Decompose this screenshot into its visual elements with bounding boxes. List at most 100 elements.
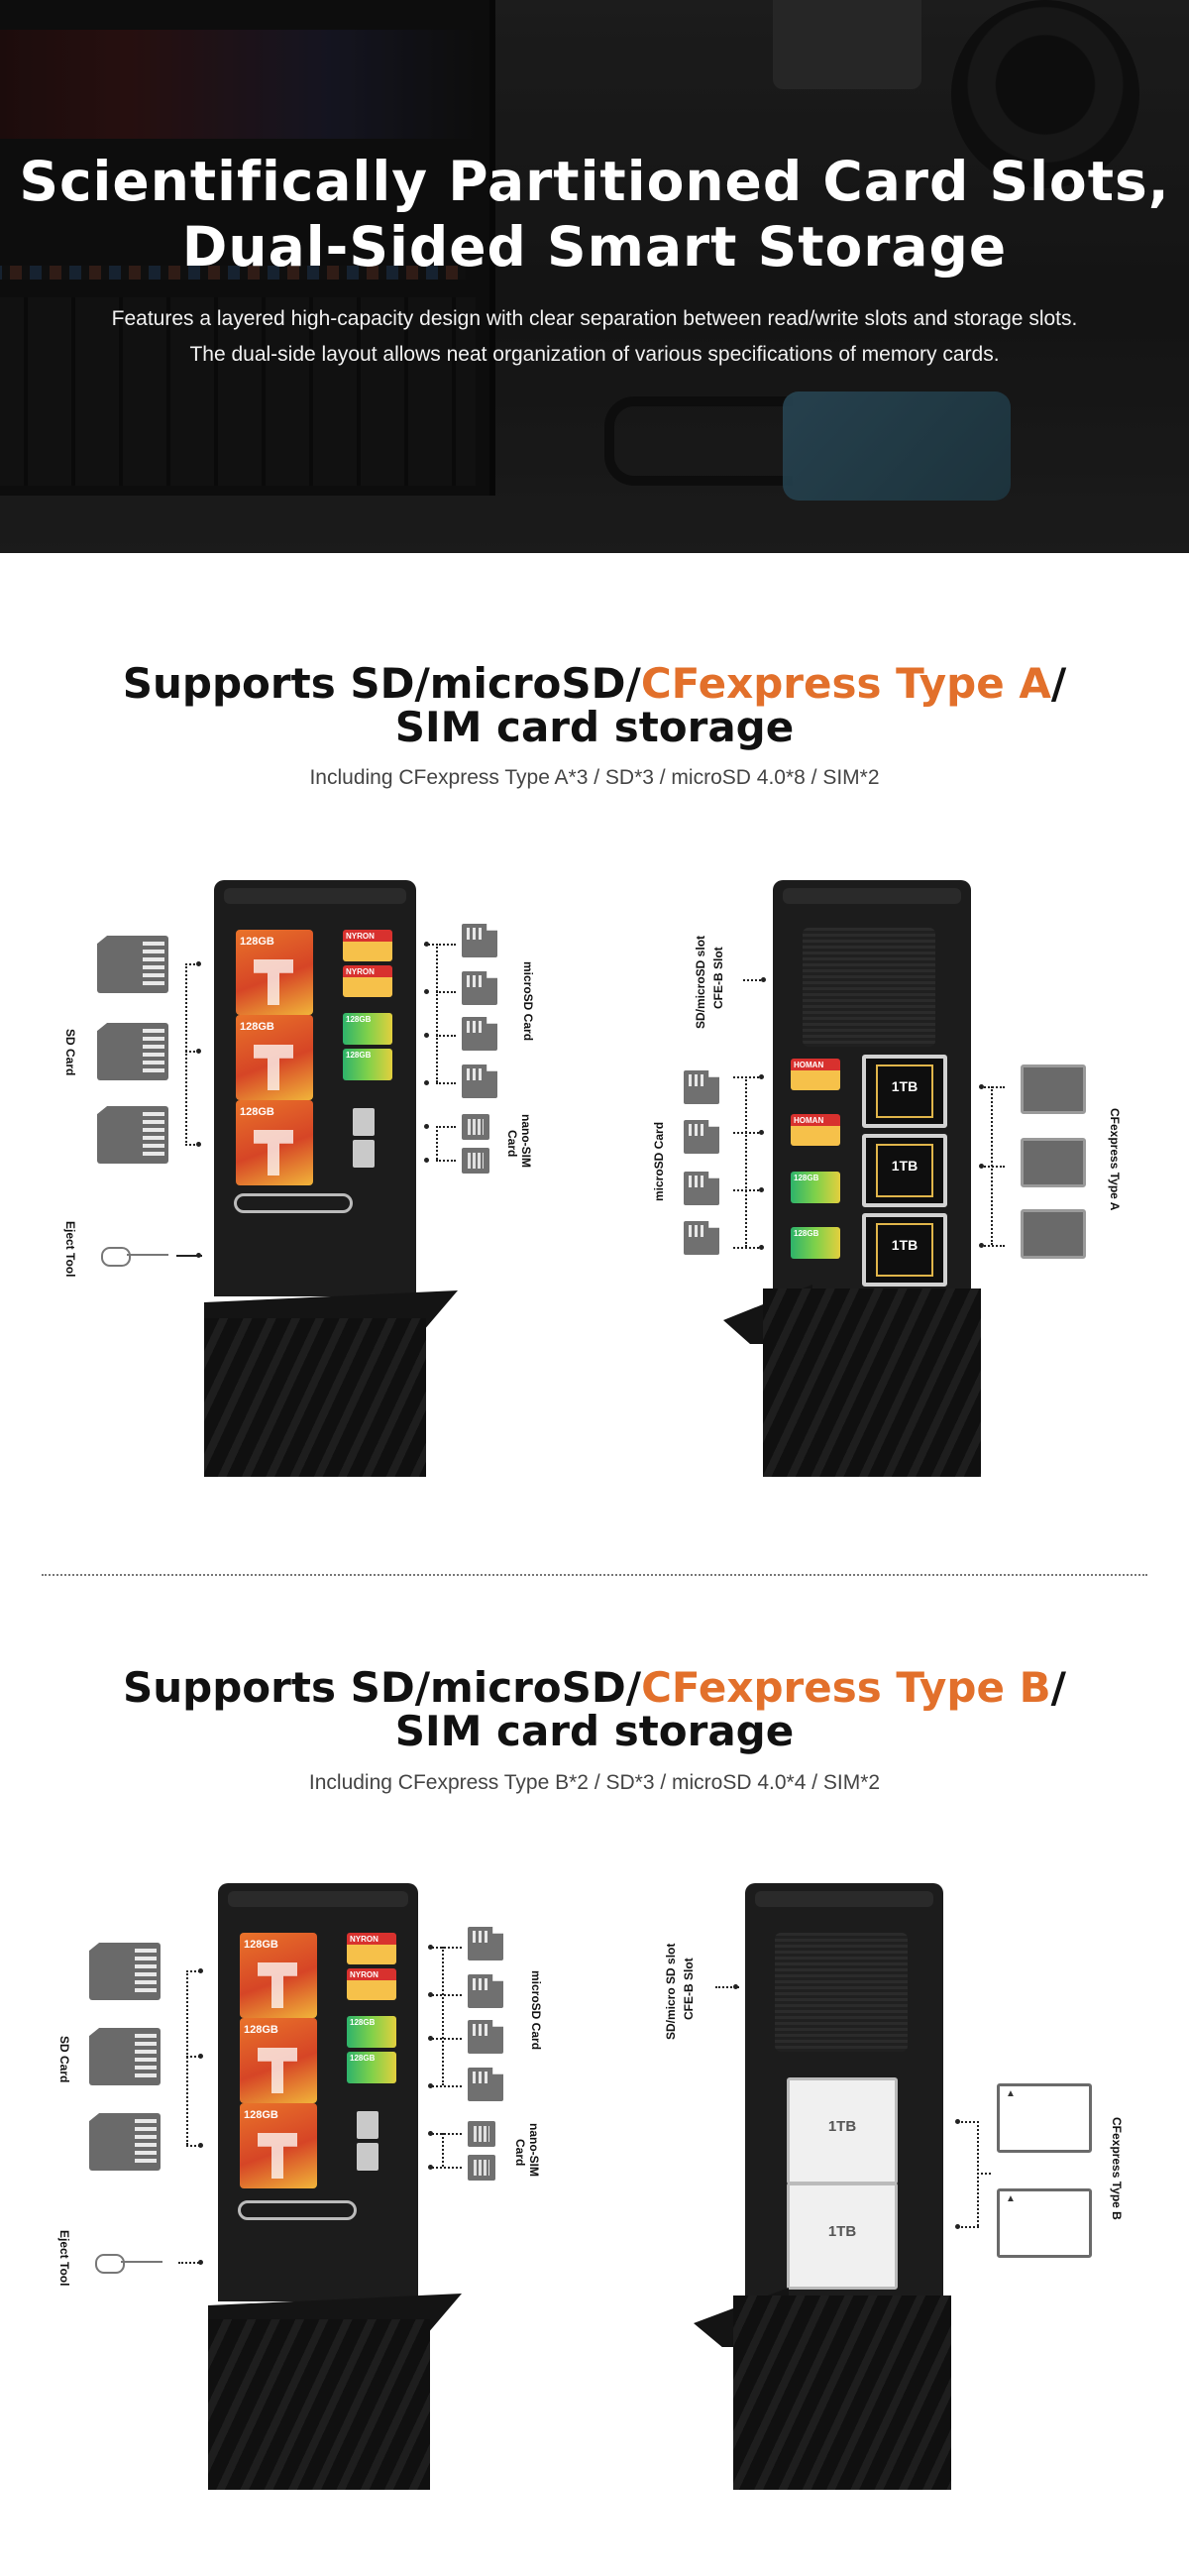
microsd-card: 128GB bbox=[347, 2016, 396, 2048]
sd-card: 128GB bbox=[240, 2018, 317, 2103]
case-grip bbox=[204, 1318, 426, 1477]
card-case-photo bbox=[783, 392, 1011, 501]
sim-card bbox=[353, 1140, 375, 1168]
eject-tool-icon bbox=[95, 2254, 164, 2274]
microsd-card: 128GB bbox=[791, 1227, 840, 1259]
microsd-icon bbox=[468, 2068, 503, 2101]
case-front-body: 128GB 128GB 128GB NYRON NYRON 128GB 128G… bbox=[218, 1883, 418, 2301]
sim-icon bbox=[462, 1148, 489, 1174]
case-front-body: 128GB 128GB 128GB NYRON NYRON 128GB 128G… bbox=[214, 880, 416, 1296]
cfe-b-slot-label: CFE-B Slot bbox=[711, 947, 725, 1009]
nano-sim-label: nano-SIM bbox=[519, 1114, 533, 1168]
microsd-card-label: microSD Card bbox=[521, 961, 535, 1042]
cfe-b-slot-label: CFE-B Slot bbox=[682, 1958, 696, 2020]
microsd-card: NYRON bbox=[343, 965, 392, 997]
sd-card-icon bbox=[89, 2113, 161, 2171]
section-b-subtitle: Including CFexpress Type B*2 / SD*3 / mi… bbox=[308, 1771, 881, 1794]
microsd-icon bbox=[468, 2020, 503, 2054]
card-reader-pad bbox=[803, 928, 935, 1047]
microsd-card: NYRON bbox=[347, 1968, 396, 2000]
cfexpress-a-icon bbox=[1021, 1138, 1086, 1187]
sd-card-label: SD Card bbox=[57, 2036, 71, 2083]
microsd-icon bbox=[462, 924, 497, 957]
microsd-icon bbox=[684, 1172, 719, 1205]
sim-card bbox=[353, 1108, 375, 1136]
camera-lens-photo bbox=[951, 0, 1139, 188]
nano-sim-label-line-2: Card bbox=[513, 2139, 527, 2167]
microsd-card: NYRON bbox=[343, 930, 392, 961]
microsd-card-label: microSD Card bbox=[529, 1970, 543, 2051]
sd-card: 128GB bbox=[236, 930, 313, 1015]
section-a-title-accent: CFexpress Type A bbox=[640, 659, 1051, 708]
microsd-icon bbox=[462, 971, 497, 1005]
microsd-card: HOMAN bbox=[791, 1059, 840, 1090]
cfexpress-a-card: 1TB bbox=[862, 1134, 947, 1207]
microsd-card: NYRON bbox=[347, 1933, 396, 1964]
microsd-card-label: microSD Card bbox=[652, 1121, 666, 1201]
sd-card: 128GB bbox=[240, 2103, 317, 2188]
sim-card bbox=[357, 2143, 378, 2171]
microsd-icon bbox=[684, 1221, 719, 1255]
section-divider bbox=[42, 1574, 1147, 1576]
desk-clock-photo bbox=[773, 0, 921, 89]
microsd-icon bbox=[468, 1927, 503, 1960]
section-b-title-accent: CFexpress Type B bbox=[641, 1663, 1051, 1712]
section-a-subtitle: Including CFexpress Type A*3 / SD*3 / mi… bbox=[309, 766, 880, 789]
cfexpress-b-icon bbox=[997, 2083, 1092, 2153]
case-grip bbox=[733, 2296, 951, 2490]
microsd-icon bbox=[684, 1070, 719, 1104]
sim-icon bbox=[462, 1114, 489, 1140]
hero-title: Scientifically Partitioned Card Slots, D… bbox=[19, 150, 1170, 279]
sd-card-icon bbox=[89, 1943, 161, 2000]
cfexpress-a-icon bbox=[1021, 1064, 1086, 1114]
hero-description-line-1: Features a layered high-capacity design … bbox=[111, 307, 1078, 330]
microsd-card: 128GB bbox=[791, 1172, 840, 1203]
cfexpress-a-card: 1TB bbox=[862, 1213, 947, 1287]
sd-card: 128GB bbox=[240, 1933, 317, 2018]
case-back-body: 1TB 1TB bbox=[745, 1883, 943, 2299]
case-grip bbox=[208, 2319, 430, 2490]
sim-icon bbox=[468, 2155, 495, 2181]
microsd-icon bbox=[462, 1017, 497, 1051]
nano-sim-label-line-2: Card bbox=[505, 1130, 519, 1158]
sd-card-label: SD Card bbox=[63, 1029, 77, 1076]
sim-icon bbox=[468, 2121, 495, 2147]
hero-description-line-2: The dual-side layout allows neat organiz… bbox=[189, 343, 1000, 366]
microsd-icon bbox=[468, 1974, 503, 2008]
eject-tool-slot bbox=[234, 1193, 353, 1213]
cfexpress-b-icon bbox=[997, 2188, 1092, 2258]
cfexpress-b-card: 1TB bbox=[787, 2077, 898, 2184]
laptop-photo bbox=[0, 0, 495, 496]
eject-tool-label: Eject Tool bbox=[63, 1221, 77, 1278]
eject-tool-icon bbox=[101, 1247, 170, 1267]
microsd-card: HOMAN bbox=[791, 1114, 840, 1146]
sim-card bbox=[357, 2111, 378, 2139]
cable-photo bbox=[604, 396, 793, 486]
microsd-card: 128GB bbox=[343, 1049, 392, 1080]
microsd-icon bbox=[462, 1064, 497, 1098]
case-grip bbox=[763, 1288, 981, 1477]
eject-tool-slot bbox=[238, 2200, 357, 2220]
case-back-body: HOMAN HOMAN 128GB 128GB 1TB 1TB 1TB bbox=[773, 880, 971, 1288]
sd-microsd-slot-label: SD/micro SD slot bbox=[664, 1943, 678, 2040]
microsd-card: 128GB bbox=[347, 2052, 396, 2083]
microsd-icon bbox=[684, 1120, 719, 1154]
nano-sim-label: nano-SIM bbox=[527, 2123, 541, 2177]
sd-microsd-slot-label: SD/microSD slot bbox=[694, 935, 707, 1029]
cfexpress-type-a-label: CFexpress Type A bbox=[1108, 1108, 1122, 1211]
cfexpress-a-card: 1TB bbox=[862, 1055, 947, 1128]
sd-card-icon bbox=[89, 2028, 161, 2085]
microsd-card: 128GB bbox=[343, 1013, 392, 1045]
section-a-title: Supports SD/microSD/CFexpress Type A/ SI… bbox=[122, 659, 1067, 751]
sd-card-icon bbox=[97, 1023, 168, 1080]
section-b-title: Supports SD/microSD/CFexpress Type B/ SI… bbox=[123, 1663, 1066, 1755]
cfexpress-type-b-label: CFexpress Type B bbox=[1110, 2117, 1124, 2220]
sd-card: 128GB bbox=[236, 1015, 313, 1100]
sd-card-icon bbox=[97, 1106, 168, 1164]
cfexpress-b-card: 1TB bbox=[787, 2183, 898, 2290]
hero-banner: Scientifically Partitioned Card Slots, D… bbox=[0, 0, 1189, 553]
cfexpress-a-icon bbox=[1021, 1209, 1086, 1259]
sd-card-icon bbox=[97, 936, 168, 993]
sd-card: 128GB bbox=[236, 1100, 313, 1185]
eject-tool-label: Eject Tool bbox=[57, 2230, 71, 2287]
